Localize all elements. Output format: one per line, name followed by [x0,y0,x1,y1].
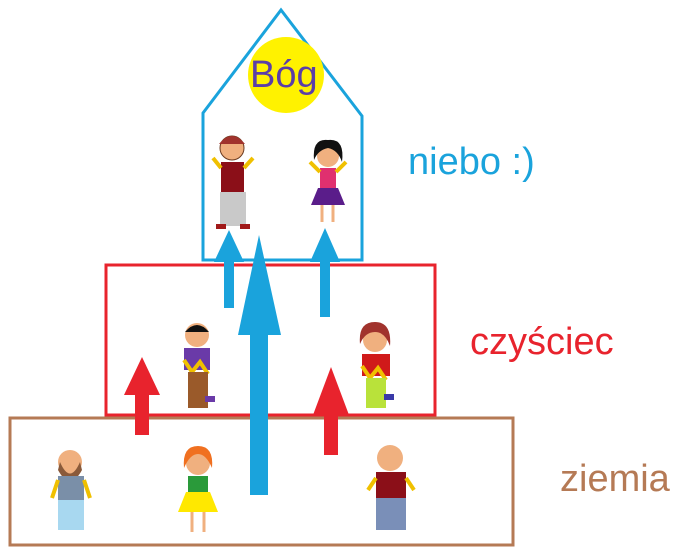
person-icon [178,446,218,532]
purgatory-box [104,263,437,417]
person-icon [182,323,215,408]
heaven-label: niebo :) [408,141,535,183]
up-arrow-icon [313,367,349,455]
god-label: Bóg [250,54,318,96]
person-icon [366,445,416,530]
person-icon [359,322,394,408]
person-icon [50,450,92,530]
up-arrow-icon [238,235,281,495]
person-icon [211,135,255,229]
sun-halo-icon [248,37,324,113]
up-arrow-icon [124,357,160,435]
up-arrow-icon [214,230,244,308]
purgatory-label: czyściec [470,321,614,363]
person-icon [308,139,348,222]
up-arrow-icon [310,228,340,317]
earth-label: ziemia [560,458,670,500]
